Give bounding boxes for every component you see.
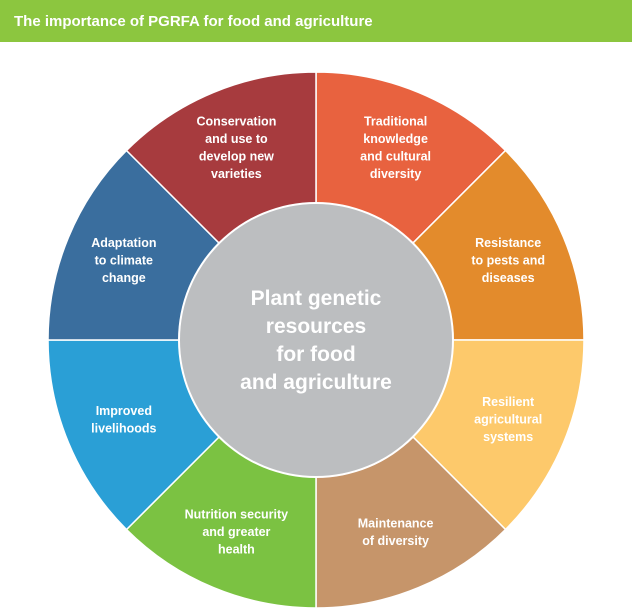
- segment-label-traditional-knowledge: Traditional knowledge and cultural diversit…: [360, 115, 431, 182]
- segment-label-line: knowledge: [363, 132, 428, 146]
- segment-label-line: livelihoods: [91, 421, 156, 435]
- segment-label-line: change: [102, 271, 146, 285]
- segment-label-line: Traditional: [364, 115, 427, 129]
- center-label: Plant genetic resources for food and agricu…: [240, 287, 392, 394]
- diagram-title: The importance of PGRFA for food and agr…: [14, 12, 373, 30]
- segment-label-line: to pests and: [471, 253, 545, 267]
- segment-label-line: health: [218, 543, 255, 557]
- segment-label-resilient-systems: Resilient agricultural systems: [474, 395, 542, 444]
- segment-label-line: and greater: [202, 525, 270, 539]
- segment-label-nutrition-security: Nutrition security and greater health: [185, 508, 289, 557]
- segment-label-line: agricultural: [474, 413, 542, 427]
- center-label-line: for food: [276, 343, 355, 366]
- segment-label-conservation-use: Conservation and use to develop new varieti…: [196, 115, 276, 182]
- segment-label-line: and cultural: [360, 150, 431, 164]
- segment-label-maintenance-diversity: Maintenance of diversity: [358, 516, 434, 548]
- center-label-line: and agriculture: [240, 371, 392, 394]
- segment-label-line: Resistance: [475, 236, 541, 250]
- segment-label-line: diversity: [370, 167, 421, 181]
- segment-label-line: Improved: [96, 404, 152, 418]
- center-label-line: resources: [266, 315, 366, 338]
- segment-label-line: systems: [483, 430, 533, 444]
- segment-label-improved-livelihoods: Improved livelihoods: [91, 404, 156, 436]
- segment-label-line: Conservation: [196, 115, 276, 129]
- segment-label-line: diseases: [482, 271, 535, 285]
- header-bar: The importance of PGRFA for food and agr…: [0, 0, 632, 42]
- segment-label-line: develop new: [199, 150, 274, 164]
- segment-label-line: Nutrition security: [185, 508, 289, 522]
- center-circle: [180, 204, 452, 476]
- segment-label-resistance-pests: Resistance to pests and diseases: [471, 236, 545, 285]
- segment-label-line: and use to: [205, 132, 268, 146]
- segment-label-line: Resilient: [482, 395, 535, 409]
- segment-label-line: to climate: [95, 253, 153, 267]
- segment-label-line: Maintenance: [358, 516, 434, 530]
- segment-label-adaptation-climate: Adaptation to climate change: [91, 236, 156, 285]
- center-label-line: Plant genetic: [251, 287, 382, 310]
- segment-label-line: Adaptation: [91, 236, 156, 250]
- segment-label-line: varieties: [211, 167, 262, 181]
- segment-label-line: of diversity: [362, 534, 429, 548]
